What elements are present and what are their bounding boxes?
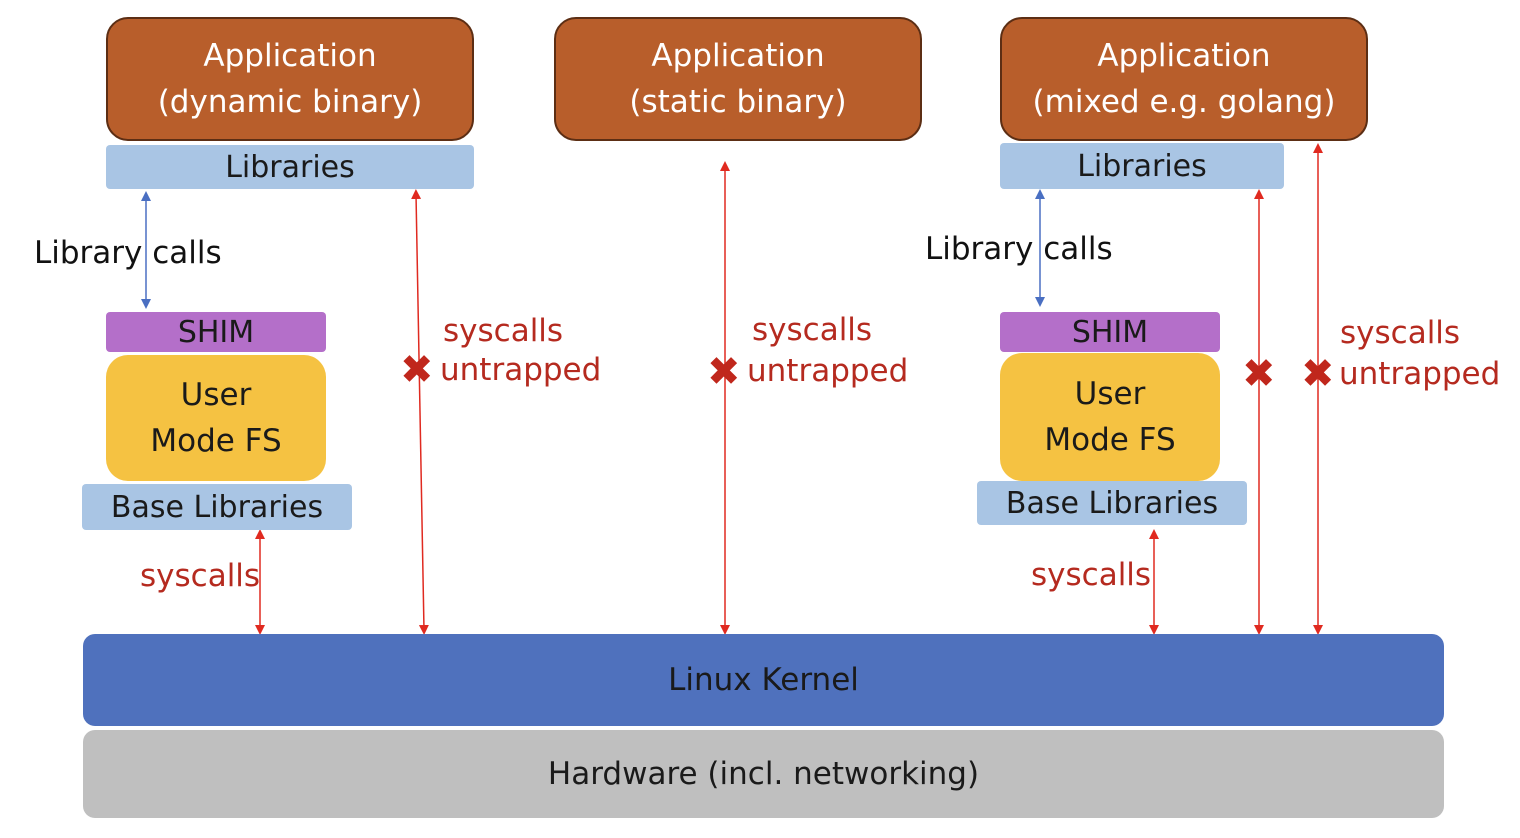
- untrapped-label-static-line2: untrapped: [747, 353, 909, 389]
- cross-icon: ✖: [707, 349, 741, 395]
- base-libraries-dynamic: Base Libraries: [82, 484, 352, 530]
- untrapped-label-mixed-line1: syscalls: [1340, 315, 1461, 351]
- library-calls-label-dynamic: Library calls: [34, 235, 222, 271]
- hardware: Hardware (incl. networking): [83, 730, 1444, 818]
- linux-kernel: Linux Kernel: [83, 634, 1444, 726]
- untrapped-arrow-dynamic: [411, 189, 429, 635]
- application-dynamic-binary: Application (dynamic binary): [106, 17, 474, 141]
- syscalls-label-mixed: syscalls: [1031, 557, 1152, 593]
- syscalls-label-dynamic: syscalls: [140, 558, 261, 594]
- shim-dynamic: SHIM: [106, 312, 326, 352]
- untrapped-label-static-line1: syscalls: [752, 312, 873, 348]
- libraries-mixed: Libraries: [1000, 143, 1284, 189]
- cross-icon: ✖: [1301, 351, 1335, 397]
- cross-icon: ✖: [400, 347, 434, 393]
- application-mixed-golang: Application (mixed e.g. golang): [1000, 17, 1368, 141]
- user-mode-fs-mixed: User Mode FS: [1000, 353, 1220, 481]
- base-libraries-mixed: Base Libraries: [977, 481, 1247, 525]
- library-calls-label-mixed: Library calls: [925, 231, 1113, 267]
- shim-mixed: SHIM: [1000, 312, 1220, 352]
- libraries-dynamic: Libraries: [106, 145, 474, 189]
- application-static-binary: Application (static binary): [554, 17, 922, 141]
- user-mode-fs-dynamic: User Mode FS: [106, 355, 326, 481]
- cross-icon: ✖: [1242, 351, 1276, 397]
- untrapped-label-mixed-line2: untrapped: [1339, 356, 1501, 392]
- untrapped-label-dynamic-line1: syscalls: [443, 313, 564, 349]
- untrapped-label-dynamic-line2: untrapped: [440, 352, 602, 388]
